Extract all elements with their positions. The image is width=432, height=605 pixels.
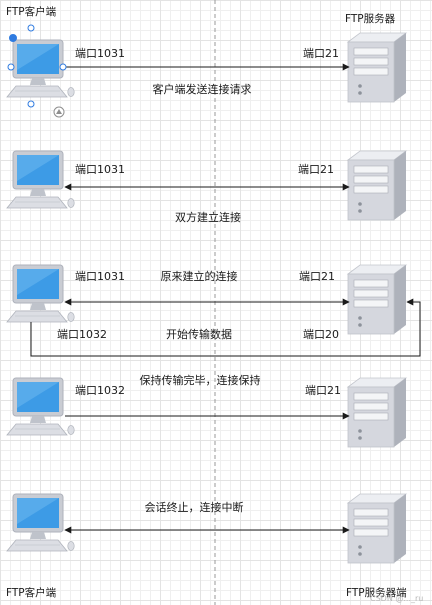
data-transfer-message: 开始传输数据 xyxy=(166,328,232,341)
client-computer-icon xyxy=(6,150,75,209)
server-icon xyxy=(347,377,407,448)
step-message: 客户端发送连接请求 xyxy=(152,83,252,96)
client-port-label: 端口1032 xyxy=(75,384,125,397)
server-header: FTP服务器 xyxy=(345,13,396,25)
server-icon xyxy=(347,150,407,221)
server-icon xyxy=(347,32,407,103)
server-port-label: 端口21 xyxy=(299,270,335,283)
data-connection-arrow xyxy=(30,298,421,357)
step-message: 原来建立的连接 xyxy=(160,270,238,283)
server-footer: FTP服务器端 xyxy=(346,587,407,599)
server-port-label: 端口21 xyxy=(303,47,339,60)
client-port-label: 端口1031 xyxy=(75,163,125,176)
server-icon xyxy=(347,493,407,564)
data-server-port-label: 端口20 xyxy=(303,328,339,341)
client-port-label: 端口1031 xyxy=(75,270,125,283)
watermark: CSDN @..._ru xyxy=(370,594,424,603)
step-message: 双方建立连接 xyxy=(175,211,241,224)
data-client-port-label: 端口1032 xyxy=(57,328,107,341)
selection-handles xyxy=(7,24,67,118)
client-header: FTP客户端 xyxy=(6,6,57,18)
step-message: 会话终止，连接中断 xyxy=(144,501,244,514)
server-port-label: 端口21 xyxy=(298,163,334,176)
client-port-label: 端口1031 xyxy=(75,47,125,60)
server-icon xyxy=(347,264,407,335)
client-computer-icon xyxy=(6,377,75,436)
server-port-label: 端口21 xyxy=(305,384,341,397)
client-computer-icon xyxy=(6,264,75,323)
step-message: 保持传输完毕，连接保持 xyxy=(139,374,261,387)
client-footer: FTP客户端 xyxy=(6,587,57,599)
client-computer-icon xyxy=(6,493,75,552)
